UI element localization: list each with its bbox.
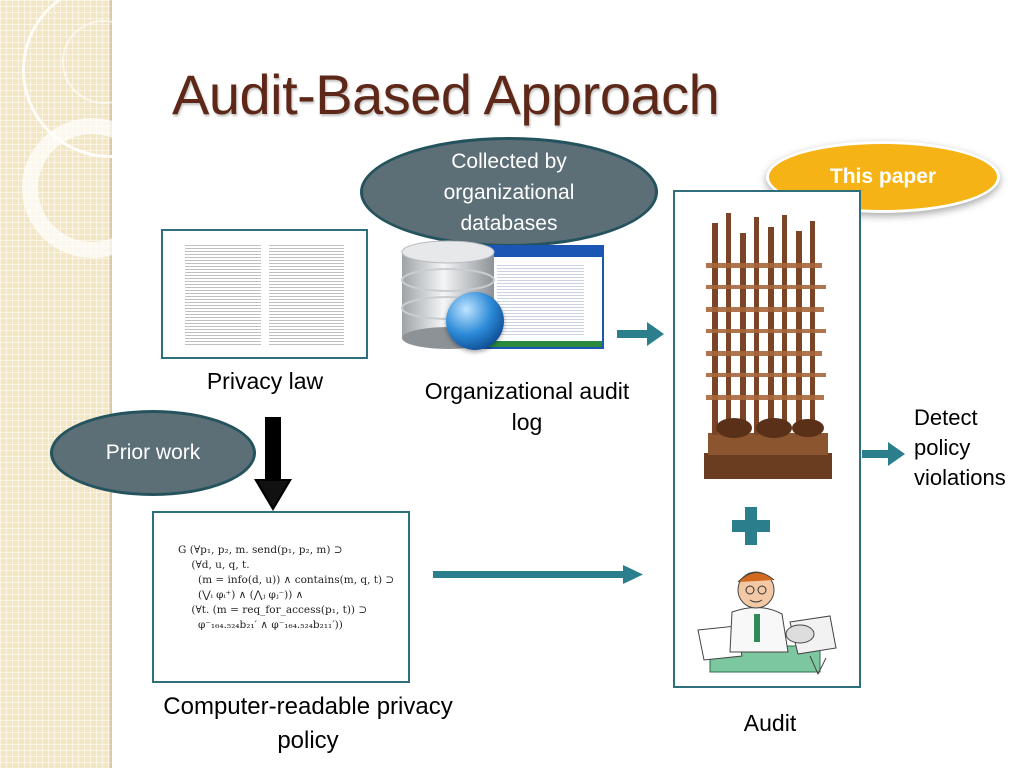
right-arrow-icon — [862, 442, 905, 466]
right-arrow-icon — [617, 322, 664, 346]
down-arrow-icon — [254, 417, 292, 511]
plus-icon — [732, 507, 770, 545]
privacy-law-document — [161, 229, 368, 359]
policy-formula: G (∀p₁, p₂, m. send(p₁, p₂, m) ⊃ (∀d, u,… — [178, 544, 395, 631]
audit-log-label: Organizational audit log — [424, 378, 630, 435]
audit-machine-image — [690, 203, 844, 483]
this-paper-label: This paper — [829, 165, 937, 188]
detect-violations-label: Detect policy violations — [914, 405, 1006, 490]
collected-label: Collected by organizational databases — [443, 149, 575, 235]
right-arrow-icon — [433, 565, 643, 584]
auditor-clerk-image — [690, 556, 842, 686]
slide-title: Audit-Based Approach — [172, 63, 720, 126]
privacy-law-label: Privacy law — [206, 368, 324, 394]
decorative-ring — [22, 118, 162, 258]
prior-work-callout: Prior work — [50, 410, 256, 496]
prior-work-label: Prior work — [105, 441, 201, 464]
collected-callout: Collected by organizational databases — [360, 137, 658, 247]
policy-formula-box: G (∀p₁, p₂, m. send(p₁, p₂, m) ⊃ (∀d, u,… — [152, 511, 410, 683]
decorative-ring — [62, 20, 146, 104]
policy-label: Computer-readable privacy policy — [163, 693, 453, 754]
globe-icon — [446, 292, 504, 350]
audit-label: Audit — [743, 710, 797, 736]
